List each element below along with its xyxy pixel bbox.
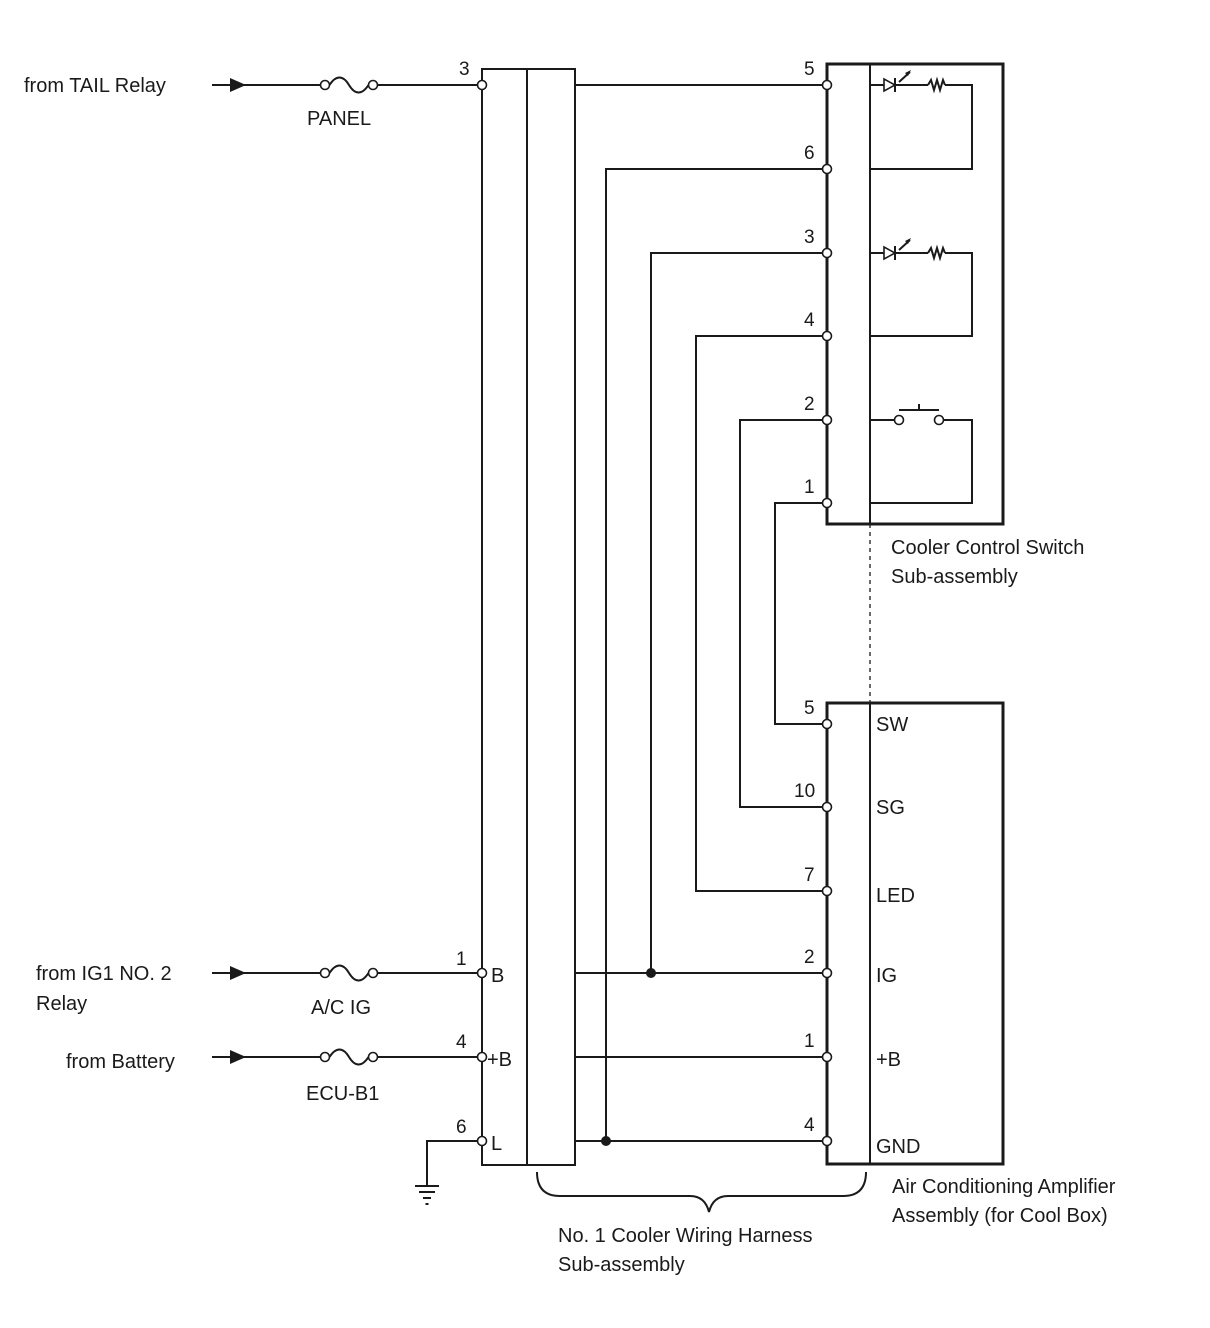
amplifier-pin-4	[821, 1135, 833, 1147]
amplifier-pin-10	[821, 801, 833, 813]
harness-outer-box	[481, 68, 576, 1166]
amplifier-terminal-sw: SW	[876, 714, 908, 736]
switch-pin-3	[821, 247, 833, 259]
switch-pin-6	[821, 163, 833, 175]
source-tail-relay: from TAIL Relay	[24, 75, 166, 97]
amplifier-pin-number: 5	[804, 698, 815, 719]
switch-pin-number: 1	[804, 477, 815, 498]
amplifier-pin-number: 7	[804, 865, 815, 886]
harness-pin-label-plusb: +B	[487, 1049, 512, 1071]
amplifier-pin-1	[821, 1051, 833, 1063]
amplifier-name-line1: Air Conditioning Amplifier	[892, 1176, 1116, 1198]
switch-pin-number: 2	[804, 394, 815, 415]
junction-dot-ig	[646, 968, 656, 978]
harness-pin-number: 4	[456, 1032, 467, 1053]
fuse-acig-label: A/C IG	[311, 997, 371, 1019]
amplifier-pin-number: 1	[804, 1031, 815, 1052]
switch-pin-number: 4	[804, 310, 815, 331]
ground-line	[415, 1140, 478, 1205]
tail-relay-line	[212, 76, 478, 94]
harness-pin-1	[476, 967, 488, 979]
switch-pin-number: 5	[804, 59, 815, 80]
arrow-right-icon	[230, 78, 246, 92]
led-resistor-1	[870, 70, 973, 170]
led-resistor-2	[870, 238, 973, 337]
switch-pin-1	[821, 497, 833, 509]
arrow-right-icon	[230, 1050, 246, 1064]
resistor-icon	[927, 244, 946, 262]
ground-icon	[415, 1185, 439, 1205]
source-battery: from Battery	[66, 1051, 175, 1073]
amplifier-pin-2	[821, 967, 833, 979]
amplifier-terminal-gnd: GND	[876, 1136, 920, 1158]
fuse-panel-label: PANEL	[307, 108, 371, 130]
switch-name-line2: Sub-assembly	[891, 566, 1018, 588]
switch-pin-number: 3	[804, 227, 815, 248]
switch-pin-5	[821, 79, 833, 91]
amplifier-terminal-ig: IG	[876, 965, 897, 987]
switch-name-line1: Cooler Control Switch	[891, 537, 1084, 559]
amplifier-pin-number: 10	[794, 781, 815, 802]
led-icon	[883, 77, 897, 93]
amplifier-pin-number: 4	[804, 1115, 815, 1136]
resistor-icon	[927, 76, 946, 94]
switch-pin-number: 6	[804, 143, 815, 164]
harness-name-line1: No. 1 Cooler Wiring Harness	[558, 1225, 813, 1247]
harness-pin-label-b: B	[491, 965, 504, 987]
amplifier-pin-7	[821, 885, 833, 897]
amplifier-terminal-plusb: +B	[876, 1049, 901, 1071]
arrow-right-icon	[230, 966, 246, 980]
amplifier-pin-5	[821, 718, 833, 730]
switch-body	[825, 62, 1005, 526]
harness-pin-number: 3	[459, 59, 470, 80]
amplifier-body	[825, 701, 1005, 1166]
amplifier-name-line2: Assembly (for Cool Box)	[892, 1205, 1108, 1227]
fuse-ecub1-label: ECU-B1	[306, 1083, 379, 1105]
junction-dot-gnd	[601, 1136, 611, 1146]
amplifier-pin-number: 2	[804, 947, 815, 968]
switch-pin-4	[821, 330, 833, 342]
harness-pin-number: 1	[456, 949, 467, 970]
battery-line	[212, 1048, 478, 1066]
harness-pin-3	[476, 79, 488, 91]
push-switch	[870, 404, 973, 504]
harness-pin-label-l: L	[491, 1133, 502, 1155]
harness-pin-6	[476, 1135, 488, 1147]
source-ig1-relay-line2: Relay	[36, 993, 87, 1015]
ig1-relay-line	[212, 964, 478, 982]
amplifier-terminal-led: LED	[876, 885, 915, 907]
harness-pin-4	[476, 1051, 488, 1063]
harness-output-wires	[575, 84, 823, 1142]
source-ig1-relay-line1: from IG1 NO. 2	[36, 963, 172, 985]
amplifier-terminal-sg: SG	[876, 797, 905, 819]
led-icon	[883, 245, 897, 261]
switch-pin-2	[821, 414, 833, 426]
harness-name-line2: Sub-assembly	[558, 1254, 685, 1276]
harness-pin-number: 6	[456, 1117, 467, 1138]
harness-brace	[536, 1171, 867, 1213]
